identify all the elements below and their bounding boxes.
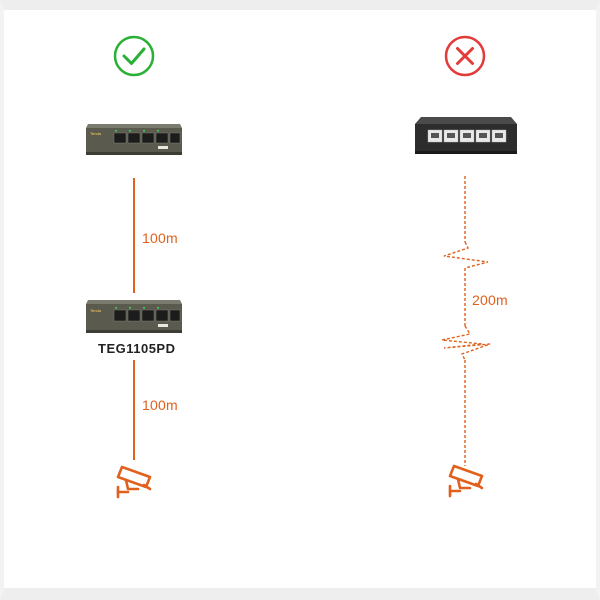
middle-poe-switch-icon: Tenda — [84, 297, 184, 339]
unmanaged-switch-icon — [413, 114, 519, 158]
check-circle-icon — [113, 35, 155, 77]
segment-1-distance-label: 100m — [142, 230, 178, 246]
cable-segment-2 — [133, 360, 135, 460]
top-poe-switch-icon: Tenda — [84, 116, 184, 158]
left-cctv-camera-icon — [114, 463, 156, 499]
broken-segment-distance-label: 200m — [472, 292, 508, 308]
segment-2-distance-label: 100m — [142, 397, 178, 413]
svg-text:Tenda: Tenda — [90, 131, 102, 136]
cable-segment-1 — [133, 178, 135, 293]
middle-device-model-label: TEG1105PD — [98, 341, 176, 356]
right-cctv-camera-icon — [446, 462, 488, 498]
broken-cable-segment — [438, 176, 494, 466]
x-circle-icon — [444, 35, 486, 77]
svg-text:Tenda: Tenda — [90, 308, 102, 313]
